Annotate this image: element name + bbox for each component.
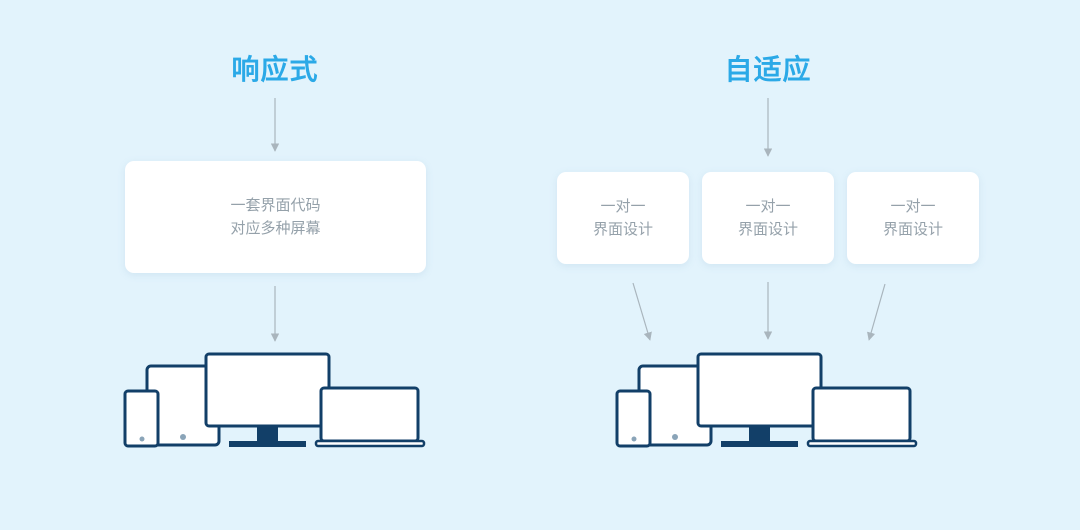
responsive-title: 响应式 xyxy=(231,53,319,86)
adaptive-card-2: 一对一 界面设计 xyxy=(702,172,834,264)
adaptive-card-3-line-2: 界面设计 xyxy=(882,220,943,238)
adaptive-card-1-line-2: 界面设计 xyxy=(592,220,653,238)
adaptive-card-1: 一对一 界面设计 xyxy=(557,172,689,264)
responsive-card-line-1: 一套界面代码 xyxy=(230,196,321,214)
adaptive-card-3-line-1: 一对一 xyxy=(890,197,936,215)
responsive-card-line-2: 对应多种屏幕 xyxy=(230,219,321,237)
adaptive-card-3: 一对一 界面设计 xyxy=(847,172,979,264)
adaptive-card-2-line-1: 一对一 xyxy=(745,197,791,215)
responsive-card: 一套界面代码 对应多种屏幕 xyxy=(125,161,426,273)
adaptive-card-1-line-1: 一对一 xyxy=(600,197,646,215)
adaptive-card-2-line-2: 界面设计 xyxy=(737,220,798,238)
adaptive-title: 自适应 xyxy=(724,53,812,86)
